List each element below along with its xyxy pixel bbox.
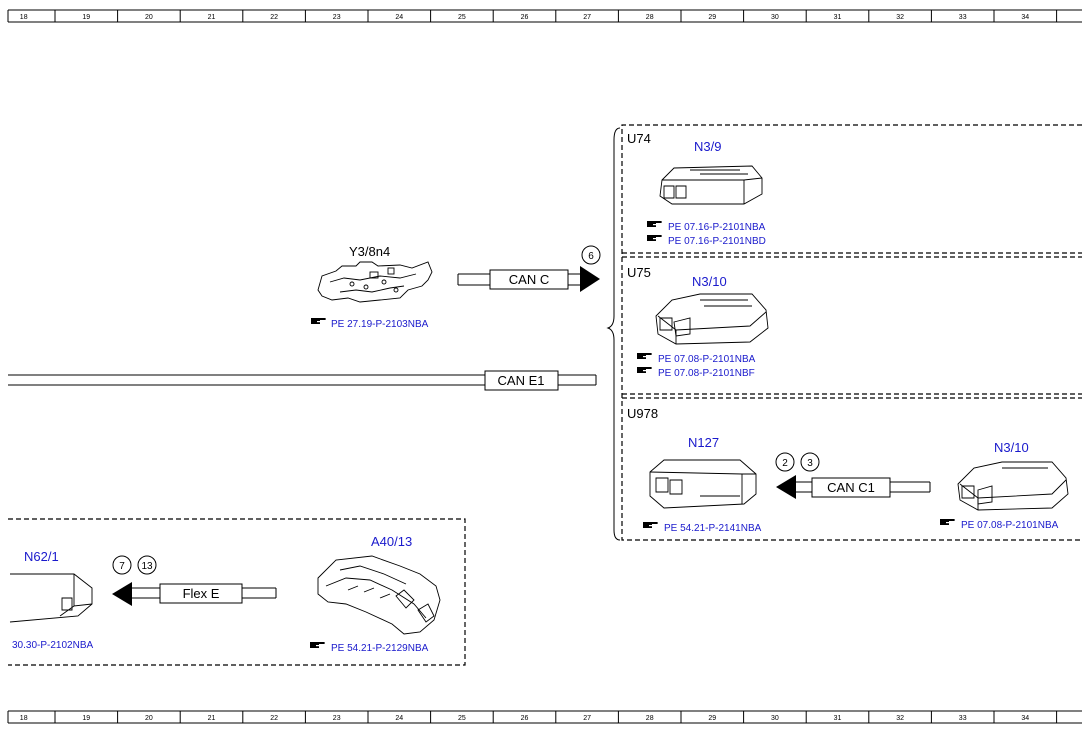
n127-label: N127 [688,435,719,450]
ruler-column-number: 25 [458,14,466,21]
n62-1-drawing [9,573,93,623]
n3-10-u978-label: N3/10 [994,440,1029,455]
a40-13-label: A40/13 [371,534,412,549]
ruler-column-number: 34 [1021,715,1029,722]
ruler-column-number: 29 [708,715,716,722]
ruler-column-number: 19 [82,14,90,21]
ruler-column-number: 24 [395,715,403,722]
ruler-column-number: 26 [521,14,529,21]
ruler-column-number: 25 [458,715,466,722]
top-ruler: 18 19 20 21 22 23 24 25 26 27 28 29 30 31 32 33 34 [7,9,1082,23]
can-c-arrow [580,266,600,292]
ruler-column-number: 19 [82,715,90,722]
n62-1-ref: 30.30-P-2102NBA [12,640,93,651]
group-u75: U75 N3/10 PE 07.08-P-2101NBA PE 07.08-P-… [627,265,769,379]
bus-can-c1: CAN C1 2 3 [775,452,931,499]
n3-9-drawing [659,165,763,205]
can-c1-label: CAN C1 [827,480,875,495]
flex-e-ref-a: 7 [119,561,125,572]
n62-1-label: N62/1 [24,549,59,564]
n127-drawing [649,459,757,509]
flex-e-label: Flex E [183,586,220,601]
ruler-column-number: 22 [270,14,278,21]
bus-can-c: CAN C 6 [457,245,601,292]
bus-flex-e: Flex E 7 13 [112,555,277,606]
ruler-column-number: 21 [208,715,216,722]
y3-8n4-drawing [317,261,433,303]
n3-9-ref-2: PE 07.16-P-2101NBD [668,236,766,247]
u978-label: U978 [627,406,658,421]
n3-10-u75-ref-2: PE 07.08-P-2101NBF [658,368,755,379]
bottom-ruler: 18 19 20 21 22 23 24 25 26 27 28 29 30 31 32 33 34 [7,710,1082,724]
can-c-ref-circle [581,245,601,265]
group-u74: U74 N3/9 PE 07.16-P-2101NBA PE 07.16-P-2… [627,131,766,247]
bus-can-e1: CAN E1 [8,370,597,391]
y3-8n4-label: Y3/8n4 [349,244,390,259]
ruler-column-number: 28 [646,715,654,722]
ruler-column-number: 24 [395,14,403,21]
ruler-column-number: 28 [646,14,654,21]
n3-9-ref-1: PE 07.16-P-2101NBA [668,222,766,233]
ruler-column-number: 18 [20,14,28,21]
ruler-column-number: 20 [145,715,153,722]
ruler-column-number: 33 [959,14,967,21]
ruler-column-number: 20 [145,14,153,21]
ruler-column-number: 27 [583,715,591,722]
ruler-column-number: 31 [834,715,842,722]
can-c1-ref-b: 3 [807,458,813,469]
n3-10-u75-drawing [655,293,769,345]
ruler-column-number: 32 [896,14,904,21]
a40-13-drawing [317,555,441,635]
ruler-column-number: 21 [208,14,216,21]
n3-9-label: N3/9 [694,139,721,154]
ruler-column-number: 23 [333,715,341,722]
can-c1-ref-a: 2 [782,458,788,469]
ruler-column-number: 22 [270,715,278,722]
ruler-column-number: 26 [521,715,529,722]
ruler-column-number: 33 [959,715,967,722]
ruler-column-number: 29 [708,14,716,21]
can-e1-label: CAN E1 [498,373,545,388]
can-c-label: CAN C [509,272,549,287]
ruler-column-number: 27 [583,14,591,21]
n3-10-u75-label: N3/10 [692,274,727,289]
group-boxes [621,124,1082,541]
y3-8n4-ref: PE 27.19-P-2103NBA [331,319,429,330]
ruler-column-number: 30 [771,715,779,722]
component-n62-1: N62/1 30.30-P-2102NBA [9,549,93,651]
flex-e-arrow [112,582,132,606]
n3-10-u75-ref-1: PE 07.08-P-2101NBA [658,354,756,365]
ruler-column-number: 30 [771,14,779,21]
can-c-ref: 6 [588,251,594,262]
a40-13-ref: PE 54.21-P-2129NBA [331,643,429,654]
ruler-column-number: 32 [896,715,904,722]
flex-e-ref-b: 13 [141,561,153,572]
u74-label: U74 [627,131,651,146]
group-u978: U978 N127 PE 54.21-P-2141NBA CAN C1 2 3 … [627,406,1069,534]
n3-10-u978-drawing [957,461,1069,511]
ruler-column-number: 18 [20,715,28,722]
ruler-column-number: 31 [834,14,842,21]
group-box-lower [8,518,466,666]
ruler-column-number: 23 [333,14,341,21]
u75-label: U75 [627,265,651,280]
n3-10-u978-ref: PE 07.08-P-2101NBA [961,520,1059,531]
component-a40-13: A40/13 PE 54.21-P-2129NBA [310,534,441,654]
component-y3-8n4: Y3/8n4 PE 27.19-P-2103NBA [311,244,433,330]
can-c1-arrow [776,475,796,499]
ruler-column-number: 34 [1021,14,1029,21]
group-brace [606,127,621,541]
n127-ref: PE 54.21-P-2141NBA [664,523,762,534]
